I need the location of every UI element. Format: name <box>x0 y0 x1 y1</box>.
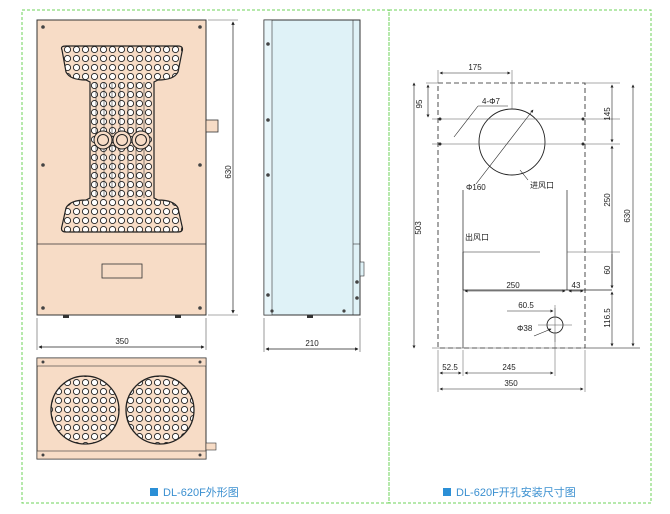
caption-left: DL-620F外形图 <box>150 486 239 499</box>
dim-145: 145 <box>603 107 612 121</box>
dim-350-bottom: 350 <box>504 379 518 388</box>
label-inlet: 进风口 <box>530 181 554 190</box>
dim-95: 95 <box>415 99 424 108</box>
bottom-view <box>36 357 217 460</box>
dim-175: 175 <box>468 63 482 72</box>
cutout-drawing <box>432 82 640 349</box>
dim-depth: 210 <box>263 318 361 352</box>
fan-left <box>50 375 120 445</box>
dim-116-5: 116.5 <box>603 308 612 328</box>
caption-right-text: DL-620F开孔安装尺寸图 <box>456 485 576 499</box>
dim-503: 503 <box>414 221 423 235</box>
fan-right <box>125 375 195 445</box>
dim-depth-label: 210 <box>305 339 319 348</box>
dim-width: 350 <box>36 318 207 350</box>
label-outlet: 出风口 <box>465 232 489 242</box>
dim-52-5: 52.5 <box>442 363 458 372</box>
cutout-dimensions: 175 95 4-Φ7 145 Φ160 进风口 250 503 630 出风口… <box>412 63 640 392</box>
front-view <box>36 19 219 318</box>
dim-250-horizontal: 250 <box>506 281 520 290</box>
dim-60-5: 60.5 <box>518 301 534 310</box>
caption-left-text: DL-620F外形图 <box>163 486 239 499</box>
label-bolt-holes: 4-Φ7 <box>482 97 500 106</box>
dim-60: 60 <box>603 265 612 274</box>
dim-43: 43 <box>572 281 581 290</box>
caption-right: DL-620F开孔安装尺寸图 <box>443 485 576 499</box>
side-view <box>263 19 365 318</box>
dim-width-label: 350 <box>115 337 129 346</box>
label-inlet-dia: Φ160 <box>466 183 486 192</box>
dim-630: 630 <box>623 209 632 223</box>
frame-right <box>388 9 652 504</box>
dim-height-label: 630 <box>224 165 233 179</box>
dim-height: 630 <box>208 19 238 316</box>
dim-245: 245 <box>502 363 516 372</box>
label-drain-dia: Φ38 <box>517 324 533 333</box>
dim-250-vertical: 250 <box>603 193 612 207</box>
